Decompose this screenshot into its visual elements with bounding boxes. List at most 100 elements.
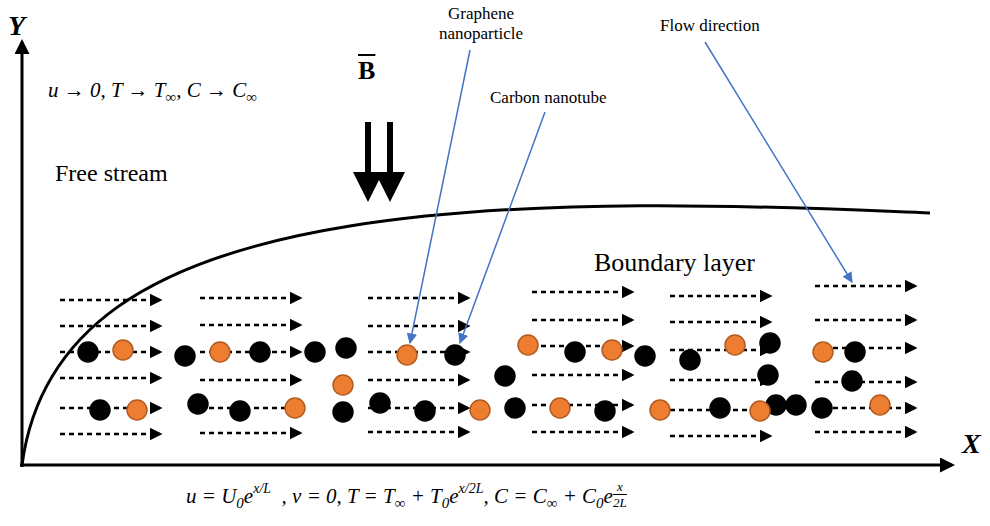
flow-arrow [368,325,468,328]
flow-arrow [368,379,468,382]
carbon-nanotube [812,398,832,418]
formula-text: ∞ [395,495,406,512]
callout-label: Flow direction [660,16,760,36]
graphene-nanoparticle [602,340,622,360]
field-label: B [358,56,375,86]
flow-arrow [670,435,770,438]
formula-text: x/2L [459,481,484,497]
formula-text: 0 [596,495,604,512]
region-label: Free stream [55,160,168,187]
formula-text: 2L [613,494,627,510]
carbon-nanotube [336,338,356,358]
carbon-nanotube [305,342,325,362]
flow-arrow [670,321,770,324]
carbon-nanotube [415,401,435,421]
carbon-nanotube [175,346,195,366]
flow-arrow [815,381,915,384]
carbon-nanotube [845,342,865,362]
graphene-nanoparticle [870,395,890,415]
carbon-nanotube [710,398,730,418]
leader-line [705,42,852,282]
carbon-nanotube [78,342,98,362]
flow-arrow [200,324,300,327]
carbon-nanotube [333,402,353,422]
formula-text: , C = C [484,484,547,509]
graphene-nanoparticle [210,342,230,362]
carbon-nanotube [635,346,655,366]
flow-arrow [815,285,915,288]
graphene-nanoparticle [397,345,417,365]
flow-arrow [815,431,915,434]
flow-arrow [60,377,160,380]
flow-arrow [60,433,160,436]
formula-text: e [449,484,458,509]
boundary-layer-curve [22,206,930,465]
flow-arrows [60,286,915,436]
carbon-nanotube [445,345,465,365]
flow-arrow [60,325,160,328]
graphene-nanoparticle [127,400,147,420]
x-axis [20,464,952,467]
flow-arrow [200,297,300,300]
callout-label: Carbon nanotube [490,88,607,108]
carbon-nanotube [230,401,250,421]
graphene-nanoparticle [750,401,770,421]
flow-arrow [60,299,160,302]
flow-arrow [532,291,632,294]
formula-text: x/L [253,481,271,497]
wall-condition: u = U0ex/L , v = 0, T = T∞ + T0ex/2L, C … [186,484,627,521]
axis-label: Y [8,10,25,42]
flow-arrow [532,374,632,377]
formula-text: + C [557,484,596,509]
carbon-nanotube [90,400,110,420]
carbon-nanotube [370,393,390,413]
flow-arrow [60,351,160,354]
callout-label: Graphene nanoparticle [425,4,537,44]
carbon-nanotube [595,401,615,421]
formula-text: ∞ [246,89,257,106]
axis-label: X [962,428,981,460]
formula-text: , v = 0, T = T [271,484,395,509]
flow-arrow [368,431,468,434]
carbon-nanotube [758,365,778,385]
graphene-nanoparticle [650,400,670,420]
field-arrow [365,122,371,196]
graphene-nanoparticle [518,335,538,355]
formula-text: , C → C [176,78,246,103]
flow-arrow [670,295,770,298]
flow-arrow [200,379,300,382]
graphene-nanoparticle [725,335,745,355]
graphene-nanoparticle [285,398,305,418]
formula-text: u = U [186,484,236,509]
formula-text: 0 [442,495,450,512]
carbon-nanotube [250,342,270,362]
graphene-nanoparticle [113,340,133,360]
carbon-nanotube [188,394,208,414]
formula-text: u → 0, T → T [48,78,165,103]
field-arrow [387,122,393,196]
flow-arrow [532,319,632,322]
formula-text: + T [405,484,441,509]
leader-line [410,50,470,343]
carbon-nanotube [760,333,780,353]
graphene-nanoparticle [550,398,570,418]
graphene-nanoparticle [470,400,490,420]
free-stream-condition: u → 0, T → T∞, C → C∞ [48,78,257,103]
formula-text: 0 [236,495,244,512]
leader-line [460,112,545,343]
carbon-nanotube [786,395,806,415]
flow-arrow [815,319,915,322]
formula-text: e [244,484,253,509]
formula-text: x [617,480,623,494]
particles [78,333,890,422]
fraction: x2L [613,480,627,509]
formula-text: ∞ [547,495,558,512]
flow-arrow [532,404,632,407]
carbon-nanotube [495,366,515,386]
flow-arrow [532,431,632,434]
carbon-nanotube [842,371,862,391]
flow-arrow [670,379,770,382]
y-axis [21,42,24,467]
carbon-nanotube [680,350,700,370]
carbon-nanotube [505,398,525,418]
